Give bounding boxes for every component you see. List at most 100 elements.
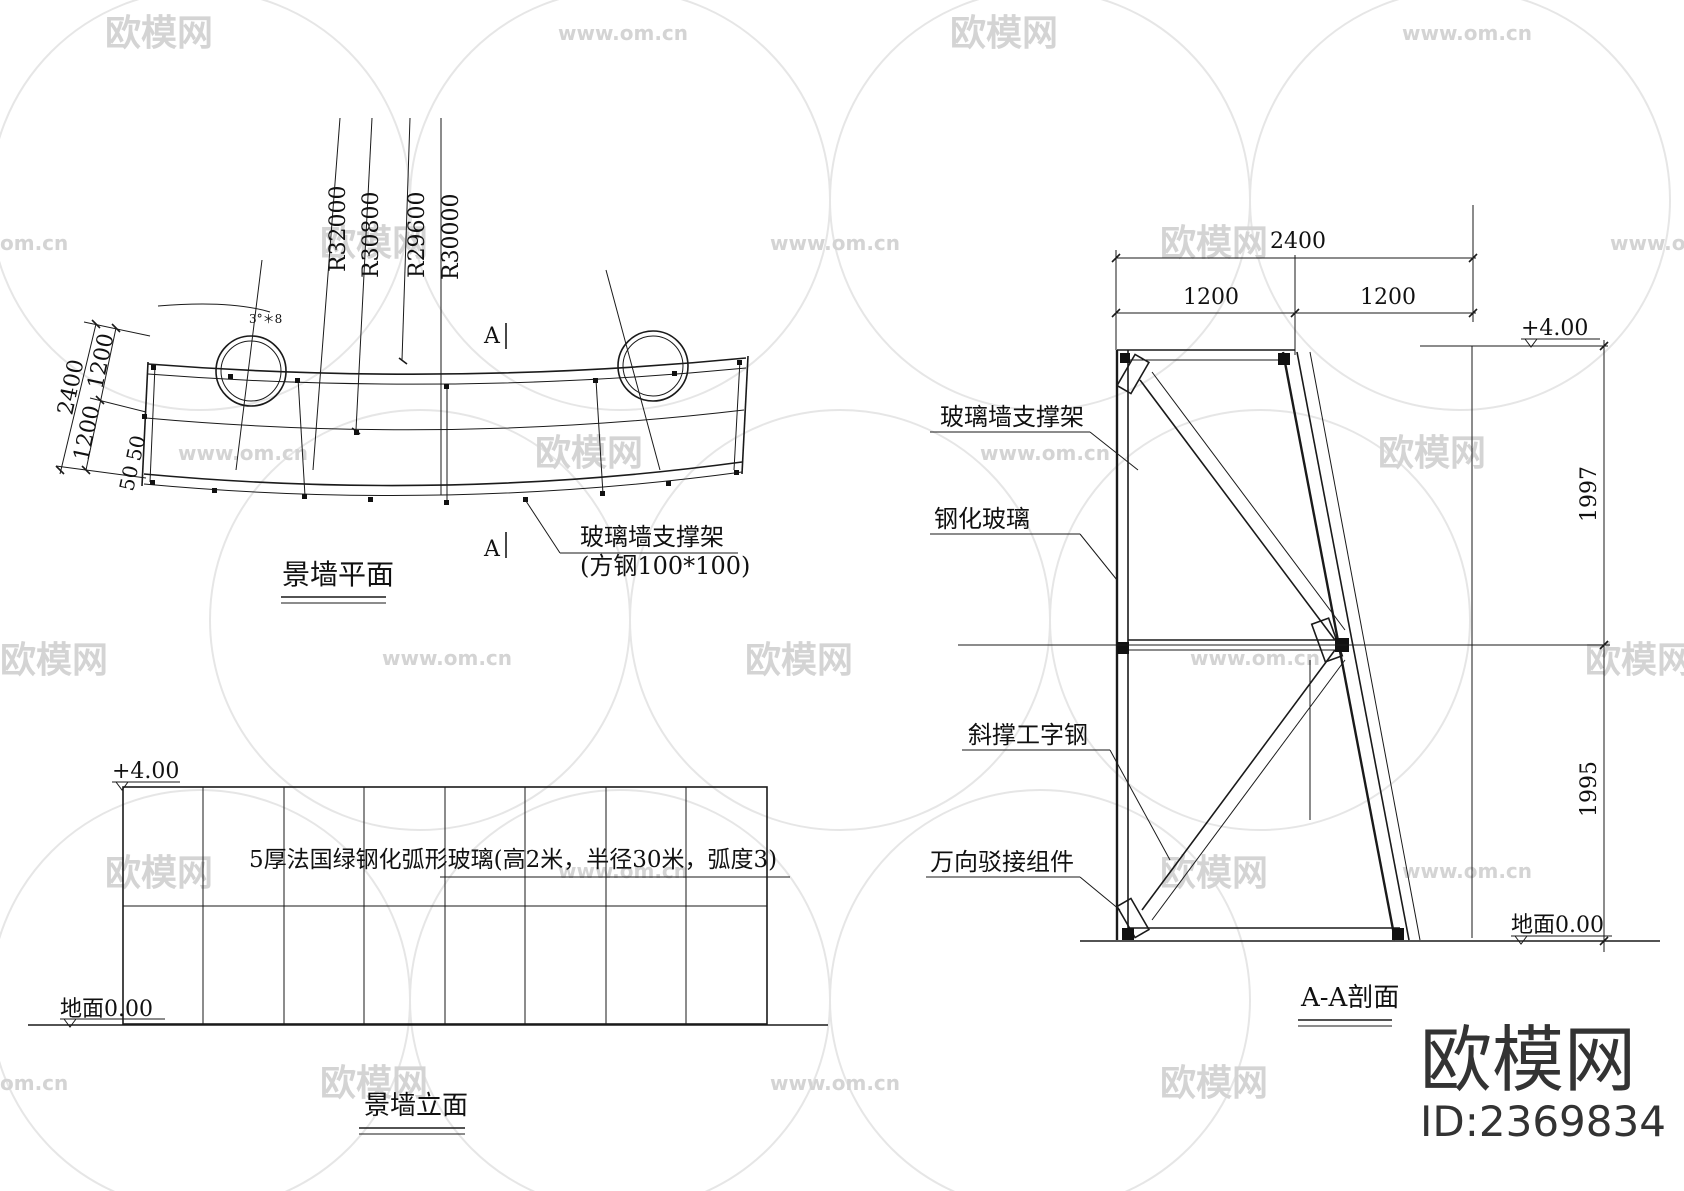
wall-outline-outer — [147, 357, 747, 375]
level-triangle — [115, 781, 129, 791]
glass-note: 5厚法国绿钢化弧形玻璃(高2米，半径30米，弧度3) — [249, 847, 777, 873]
dimension-1200-upper: 1200 — [83, 331, 119, 391]
watermark-arc — [829, 789, 1251, 1191]
callout-support-frame: 玻璃墙支撑架 — [580, 523, 724, 551]
dimension-tick — [1599, 936, 1609, 946]
extension-line — [55, 465, 147, 479]
steel-node — [1117, 642, 1129, 654]
column-circle-left-inner — [220, 340, 282, 402]
watermark-url: www.om.cn — [770, 231, 900, 255]
level-triangle — [63, 1018, 77, 1028]
label-universal-joint: 万向驳接组件 — [930, 848, 1074, 876]
watermark-url: www.om.cn — [1402, 859, 1532, 883]
watermark-url: www.om.cn — [382, 646, 512, 670]
steel-node — [1120, 353, 1130, 363]
section-dim-1997: 1997 — [1577, 466, 1602, 522]
sloped-column-edge — [1309, 351, 1421, 941]
leader-tick — [398, 357, 408, 365]
elevation-top-level: +4.00 — [112, 759, 179, 784]
callout-leader — [523, 497, 561, 554]
panel-joint — [595, 379, 604, 495]
plan-title: 景墙平面 — [282, 558, 394, 591]
dimension-tick — [1111, 308, 1121, 318]
radius-leader-line — [355, 117, 373, 431]
radius-leader-line — [605, 269, 661, 471]
diagonal-brace-upper — [1139, 379, 1336, 641]
dimension-tick — [1468, 253, 1478, 263]
wall-end-right-inner — [733, 359, 741, 471]
model-id: ID:2369834 — [1420, 1097, 1666, 1146]
section-ground-level: 地面0.00 — [1511, 913, 1604, 938]
watermark-url: www.om.cn — [558, 859, 688, 883]
elevation-view: +4.00 地面0.00 5厚法国绿钢化弧形玻璃(高2米，半径30米，弧度3) … — [28, 759, 828, 1135]
column-circle-left — [215, 335, 287, 407]
watermark-url: www.om.cn — [770, 1071, 900, 1095]
watermark-brand: 欧模网 — [1160, 223, 1268, 264]
callout-square-steel: (方钢100*100) — [580, 552, 750, 580]
wall-centerline — [145, 409, 745, 431]
diagonal-brace-lower-edge — [1151, 659, 1346, 921]
label-support-frame: 玻璃墙支撑架 — [940, 403, 1084, 431]
watermark-url: www.om.cn — [980, 441, 1110, 465]
watermark-brand: 欧模网 — [105, 853, 213, 894]
watermark-url: om.cn — [0, 1071, 68, 1095]
brand-block: 欧模网 ID:2369834 — [1420, 1018, 1666, 1146]
brand-name: 欧模网 — [1420, 1018, 1636, 1102]
watermark-url: www.om.cn — [558, 21, 688, 45]
watermark-brand: 欧模网 — [1160, 1063, 1268, 1104]
watermark-arc — [1049, 409, 1471, 831]
dimension-50-b: 50 — [114, 463, 143, 493]
label-leader — [1079, 876, 1121, 911]
radius-leader-line — [401, 117, 411, 361]
label-tempered-glass: 钢化玻璃 — [934, 505, 1030, 533]
sloped-column-inner — [1296, 351, 1410, 941]
dimension-tick — [81, 465, 91, 475]
dimension-tick — [55, 465, 65, 475]
radius-label-r29600: R29600 — [405, 191, 430, 278]
wall-outline-inner-inner — [143, 471, 743, 497]
dimension-tick — [111, 323, 121, 333]
diagonal-brace-lower — [1141, 649, 1336, 911]
watermark-brand: 欧模网 — [1378, 433, 1486, 474]
section-mark-top: A — [483, 324, 501, 349]
label-leader — [1079, 533, 1118, 581]
section-dim-1200-right: 1200 — [1360, 285, 1416, 310]
elevation-title: 景墙立面 — [364, 1091, 468, 1121]
column-circle-right — [617, 330, 689, 402]
watermark-arc — [829, 0, 1251, 411]
dimension-tick — [1111, 253, 1121, 263]
section-title: A-A剖面 — [1300, 983, 1399, 1013]
radius-label-r30000: R30000 — [439, 193, 464, 280]
watermark-brand: 欧模网 — [535, 433, 643, 474]
radius-leader-line — [312, 117, 341, 471]
wall-end-left — [141, 361, 149, 487]
watermark-brand: 欧模网 — [105, 13, 213, 54]
steel-node — [1392, 928, 1404, 940]
watermark-brand: 欧模网 — [1160, 853, 1268, 894]
section-top-level: +4.00 — [1521, 316, 1588, 341]
dimension-50-a: 50 — [121, 433, 150, 463]
section-view: 2400 1200 1200 — [926, 205, 1660, 1027]
watermark-brand: 欧模网 — [1585, 640, 1684, 681]
angle-note: 3°＊8 — [249, 312, 282, 326]
watermark-url: www.om.cn — [1402, 21, 1532, 45]
dimension-tick — [1290, 308, 1300, 318]
level-triangle — [1524, 338, 1538, 348]
steel-node — [1278, 353, 1290, 365]
watermark-url: www.om.cn — [1610, 231, 1684, 255]
joint-plate — [1115, 353, 1151, 395]
dimension-tick — [95, 395, 105, 405]
label-leader — [1089, 431, 1139, 471]
level-triangle — [1514, 935, 1528, 945]
wall-outline-inner — [143, 461, 743, 487]
watermark-url: om.cn — [0, 231, 68, 255]
panel-joint — [297, 377, 306, 497]
diagonal-brace-upper-edge — [1151, 371, 1346, 631]
watermark-brand: 欧模网 — [745, 640, 853, 681]
watermark-brand: 欧模网 — [320, 1063, 428, 1104]
angle-dimension-line — [157, 303, 271, 313]
dimension-tick — [1468, 308, 1478, 318]
section-dim-1995: 1995 — [1577, 761, 1602, 817]
radius-label-r30800: R30800 — [359, 191, 384, 278]
